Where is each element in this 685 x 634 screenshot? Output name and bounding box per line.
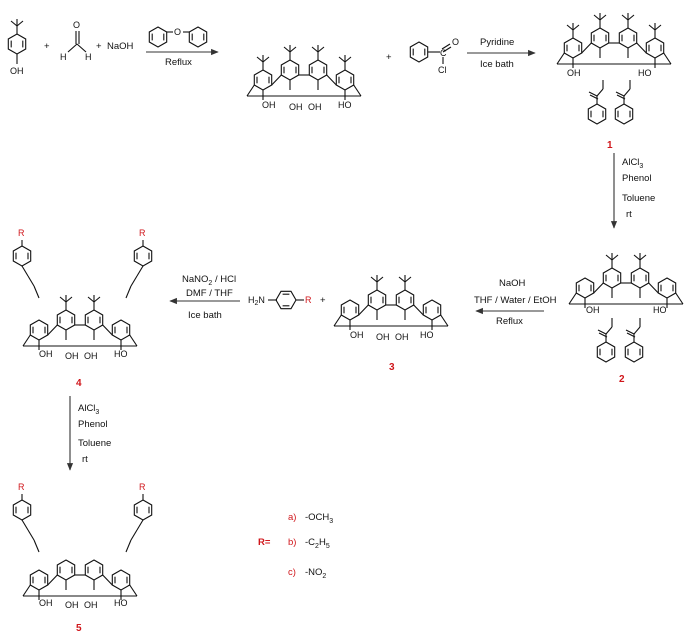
benzoyl-c: C: [440, 48, 447, 58]
ether-o: O: [174, 27, 181, 37]
step4-condition-2: THF / Water / EtOH: [474, 295, 557, 306]
oh-5a: OH: [39, 598, 53, 608]
step3-condition-3: Toluene: [622, 193, 655, 204]
r-legend-label: R=: [258, 537, 271, 548]
benzoyl-cl: Cl: [438, 65, 447, 75]
oh-5b: OH: [65, 600, 79, 610]
oh-3b: OH: [376, 332, 390, 342]
plus-3: +: [386, 52, 392, 63]
r-5a: R: [18, 482, 25, 492]
oh-4a: OH: [39, 349, 53, 359]
r-group-legend: R= a) -OCH3 b) -C2H5 c) -NO2: [258, 512, 333, 580]
benzoyl-o: O: [452, 37, 459, 47]
formaldehyde: O H H: [60, 20, 92, 62]
step6-condition-1: AlCl3: [78, 403, 99, 416]
compound-1-benzoates: [587, 80, 634, 125]
oh-2a: OH: [586, 305, 600, 315]
step4-condition-3: Reflux: [496, 316, 523, 327]
step2-condition-1: Pyridine: [480, 37, 514, 48]
step5-condition-2: DMF / THF: [186, 288, 233, 299]
ho-4d: HO: [114, 349, 128, 359]
phenol-oh-label: OH: [10, 66, 24, 76]
ho-a4: HO: [338, 100, 352, 110]
compound-4-structure: [22, 295, 138, 350]
r-option-c: -NO2: [305, 567, 326, 580]
compound-1-structure: [556, 13, 672, 68]
oh-a1: OH: [262, 100, 276, 110]
step3-condition-1: AlCl3: [622, 157, 643, 170]
step3-condition-4: rt: [626, 209, 632, 220]
r-option-b-tag: b): [288, 537, 296, 548]
r-4b: R: [139, 228, 146, 238]
benzoyl-chloride: C O Cl: [409, 37, 459, 75]
oh-a2: OH: [289, 102, 303, 112]
oh-a3: OH: [308, 102, 322, 112]
r-4a: R: [18, 228, 25, 238]
compound-5-azo-arms: [12, 494, 153, 553]
r-option-c-tag: c): [288, 567, 296, 578]
compound-4-azo-arms: [12, 240, 153, 299]
r-option-b: -C2H5: [305, 537, 330, 550]
compound-2-benzoates: [596, 318, 644, 363]
oh-1a: OH: [567, 68, 581, 78]
formaldehyde-h2: H: [85, 52, 92, 62]
ho-1b: HO: [638, 68, 652, 78]
step6-condition-3: Toluene: [78, 438, 111, 449]
plus-1: +: [44, 41, 50, 52]
formaldehyde-o: O: [73, 20, 80, 30]
substituted-aniline: H2N R: [248, 290, 312, 310]
plus-4: +: [320, 295, 326, 306]
ho-2b: HO: [653, 305, 667, 315]
plus-2: +: [96, 41, 102, 52]
r-5b: R: [139, 482, 146, 492]
step6-condition-2: Phenol: [78, 419, 108, 430]
ho-5d: HO: [114, 598, 128, 608]
step4-condition-1: NaOH: [499, 278, 526, 289]
r-option-a: -OCH3: [305, 512, 333, 525]
oh-4b: OH: [65, 351, 79, 361]
step5-condition-3: Ice bath: [188, 310, 222, 321]
compound-5-structure: [22, 559, 138, 600]
diphenyl-ether: O: [148, 26, 208, 48]
tert-butylphenol: OH: [7, 18, 27, 76]
compound-3-structure: [333, 275, 449, 330]
compound-3-label: 3: [389, 362, 395, 373]
aniline-r: R: [305, 295, 312, 305]
oh-3c: OH: [395, 332, 409, 342]
formaldehyde-h1: H: [60, 52, 67, 62]
step3-condition-2: Phenol: [622, 173, 652, 184]
step6-condition-4: rt: [82, 454, 88, 465]
ho-3d: HO: [420, 330, 434, 340]
oh-3a: OH: [350, 330, 364, 340]
aniline-h: H2N: [248, 295, 265, 307]
oh-5c: OH: [84, 600, 98, 610]
compound-1-label: 1: [607, 140, 613, 151]
step5-condition-1: NaNO2 / HCl: [182, 274, 236, 287]
compound-2-structure: [568, 253, 684, 308]
step1-condition: Reflux: [165, 57, 192, 68]
calixarene-tbu-tetraol: [246, 45, 362, 100]
compound-4-label: 4: [76, 378, 82, 389]
oh-4c: OH: [84, 351, 98, 361]
r-option-a-tag: a): [288, 512, 296, 523]
compound-2-label: 2: [619, 374, 625, 385]
compound-5-label: 5: [76, 623, 82, 634]
step2-condition-2: Ice bath: [480, 59, 514, 70]
naoh-label: NaOH: [107, 41, 134, 52]
